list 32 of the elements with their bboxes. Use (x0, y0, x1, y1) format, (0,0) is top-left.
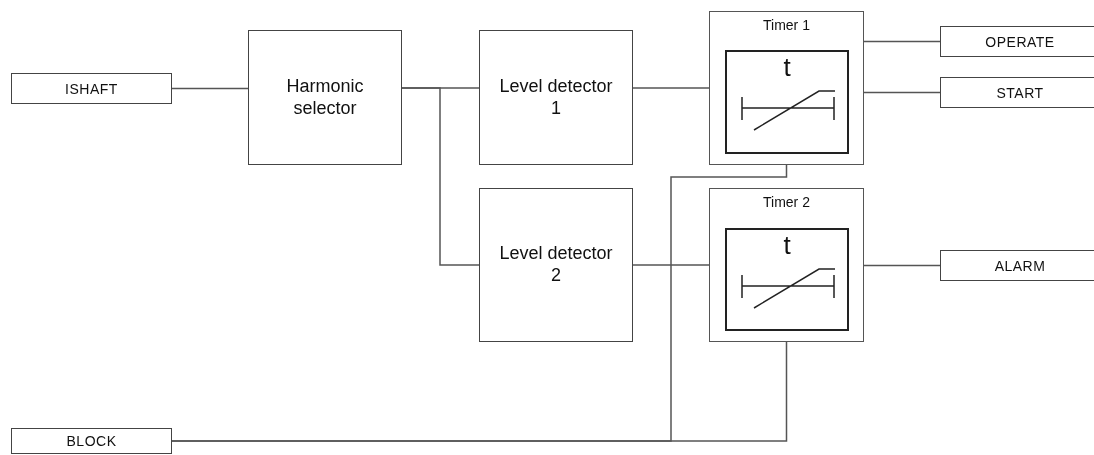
block-label: Level detector 1 (498, 75, 614, 120)
timer-block (709, 188, 864, 342)
signal-line (863, 40, 941, 43)
signal-line (171, 341, 788, 442)
signal-terminal (940, 77, 1094, 108)
block-label: BLOCK (66, 433, 117, 449)
block-label: OPERATE (985, 33, 1055, 50)
block-label: ALARM (994, 257, 1046, 274)
signal-line (632, 87, 710, 89)
timer-element (725, 228, 849, 331)
signal-line (632, 264, 710, 266)
signal-terminal (11, 428, 172, 454)
signal-line (863, 91, 941, 94)
timer-title: Timer 1 (763, 17, 810, 33)
block-label: ISHAFT (65, 80, 118, 97)
block-label: Harmonic selector (285, 75, 365, 120)
signal-line (171, 87, 249, 90)
function-block (479, 188, 633, 342)
signal-terminal (11, 73, 172, 104)
signal-line (863, 264, 941, 267)
block-label: Level detector 2 (498, 243, 614, 287)
signal-terminal (940, 26, 1094, 57)
timer-element (725, 50, 849, 154)
function-block (479, 30, 633, 165)
function-block (248, 30, 402, 165)
signal-terminal (940, 250, 1094, 281)
time-symbol: t (783, 232, 791, 258)
timer-title: Timer 2 (763, 194, 810, 210)
signal-line (401, 87, 480, 266)
time-symbol: t (783, 54, 791, 80)
timer-block (709, 11, 864, 165)
block-label: START (996, 84, 1044, 101)
